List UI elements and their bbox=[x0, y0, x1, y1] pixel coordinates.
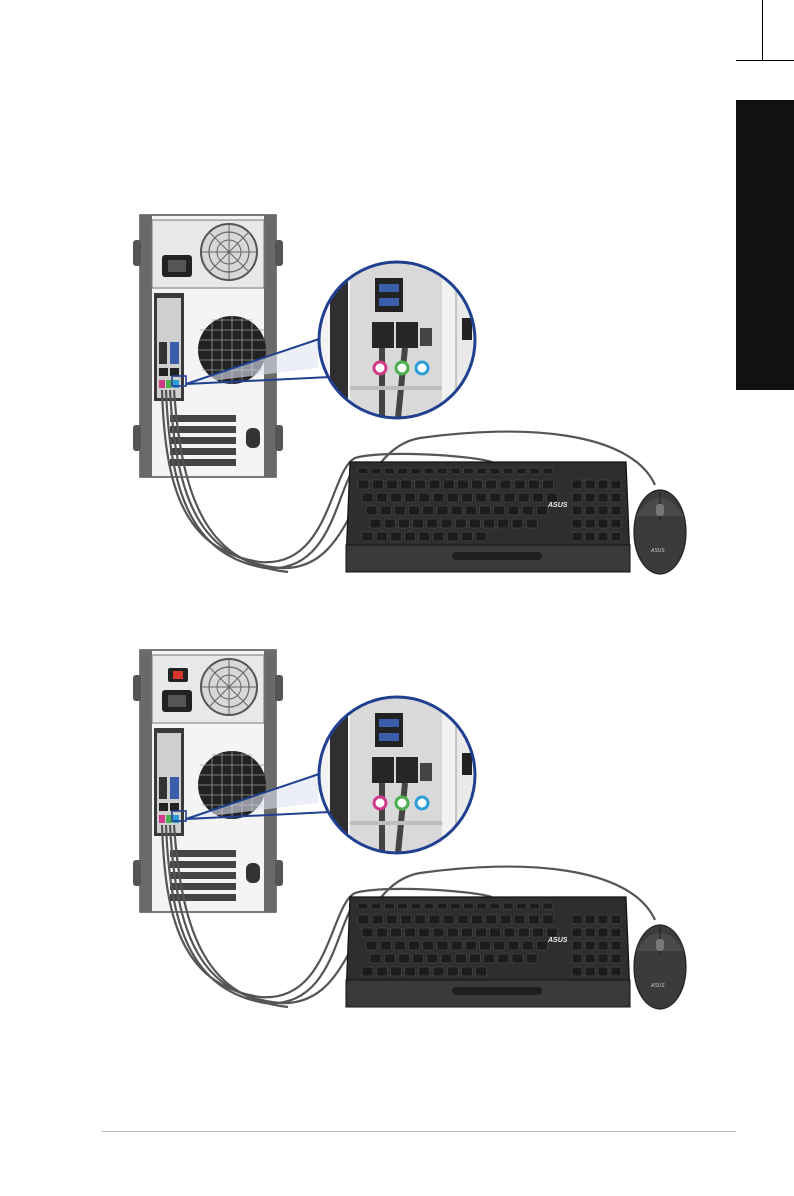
audio-jack-icon bbox=[374, 362, 386, 374]
keyboard-brand-logo: ASUS bbox=[547, 502, 568, 509]
footer-rule bbox=[102, 1131, 736, 1132]
usb-port-icon bbox=[375, 278, 403, 312]
keyboard-icon: ASUS bbox=[346, 897, 630, 1007]
figure-1-keyboard-mouse-connection: ASUS ASUS bbox=[0, 200, 794, 630]
keyboard-brand-logo: ASUS bbox=[547, 937, 568, 944]
mouse-icon: ASUS bbox=[634, 925, 686, 1009]
desktop-tower-icon bbox=[133, 215, 283, 477]
svg-text:ASUS: ASUS bbox=[650, 983, 665, 989]
svg-text:ASUS: ASUS bbox=[650, 548, 665, 554]
desktop-tower-icon bbox=[133, 650, 283, 912]
keyboard-icon: ASUS bbox=[346, 462, 630, 572]
figure-2-keyboard-mouse-connection: ASUS ASUS bbox=[0, 635, 794, 1065]
crop-mark-horizontal bbox=[736, 60, 794, 61]
usb-port-icon bbox=[375, 713, 403, 747]
mouse-icon: ASUS bbox=[634, 490, 686, 574]
audio-jack-icon bbox=[374, 797, 386, 809]
crop-mark-vertical bbox=[762, 0, 763, 60]
